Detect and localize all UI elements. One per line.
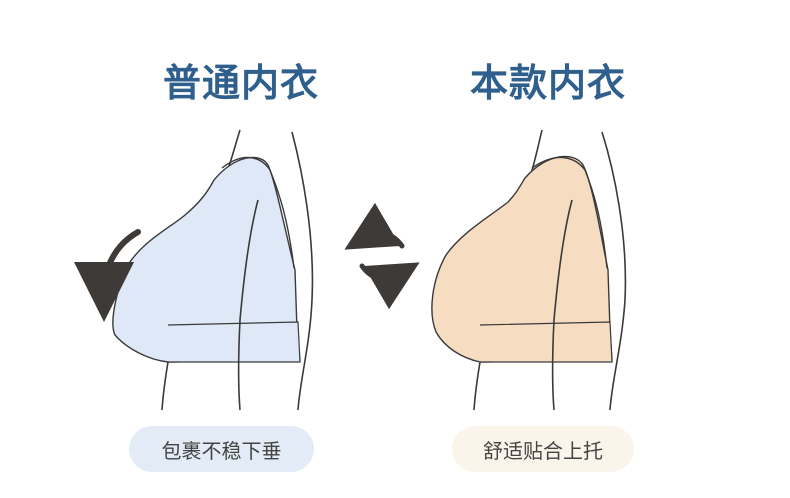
right-strap <box>531 156 608 269</box>
curved-down-arrow-icon <box>74 229 141 322</box>
right-bra-shape <box>431 155 613 363</box>
right-underband <box>479 321 613 363</box>
right-front-line <box>473 361 481 411</box>
left-back-line <box>291 131 314 411</box>
this-bra-caption: 舒适贴合上托 <box>452 426 634 472</box>
right-figure <box>431 129 627 411</box>
left-bra-shape <box>112 156 301 363</box>
left-strap <box>221 156 295 269</box>
regular-bra-caption: 包裹不稳下垂 <box>129 426 314 472</box>
swap-arrows-icon <box>344 202 420 310</box>
this-bra-title: 本款内衣 <box>470 61 627 105</box>
regular-bra-title: 普通内衣 <box>163 61 320 105</box>
left-front-line <box>161 361 169 411</box>
left-figure <box>74 129 314 411</box>
left-underband <box>167 321 301 363</box>
right-back-line <box>601 131 627 411</box>
left-arm-line <box>237 199 259 411</box>
right-arm-line <box>551 199 573 411</box>
